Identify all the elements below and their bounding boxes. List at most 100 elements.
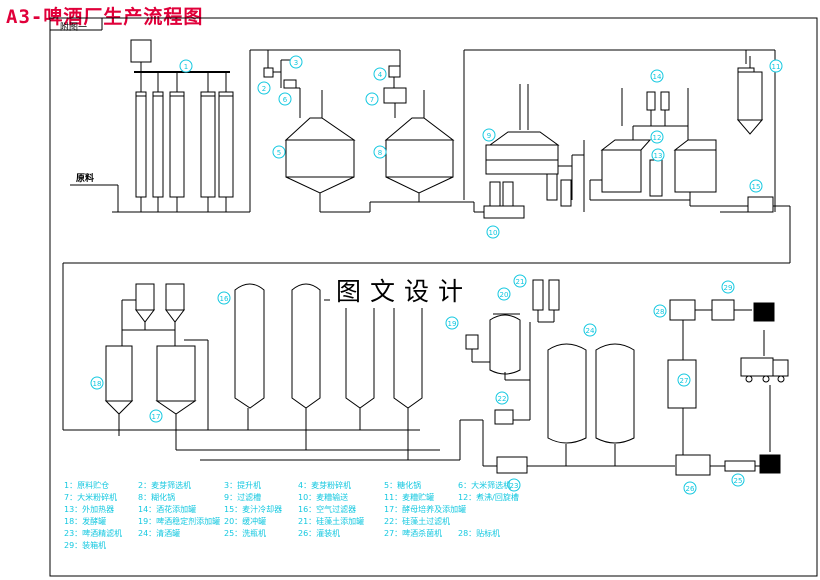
callout-number: 27 [680, 377, 689, 385]
legend-item: 22：硅藻土过滤机 [384, 517, 451, 526]
legend-item: 26：灌装机 [298, 529, 341, 538]
drawing-tag: 附图一 [60, 23, 88, 33]
hopper-box [130, 39, 152, 63]
legend-item: 6：大米筛选机 [458, 481, 512, 490]
callout-18: 18 [90, 376, 104, 390]
callout-24: 24 [583, 323, 597, 337]
legend-item: 18：发酵罐 [64, 517, 107, 526]
callout-number: 6 [283, 96, 288, 104]
silo [200, 91, 216, 198]
callout-3: 3 [289, 55, 303, 69]
callout-19: 19 [445, 316, 459, 330]
callout-26: 26 [683, 481, 697, 495]
bottle-crate-icon [759, 454, 781, 474]
legend-item: 17：酵母培养及添加罐 [384, 505, 467, 514]
legend-item: 11：麦糟贮罐 [384, 493, 435, 502]
callout-9: 9 [482, 128, 496, 142]
callout-2: 2 [257, 81, 271, 95]
legend-item: 20：缓冲罐 [224, 517, 267, 526]
callout-29: 29 [721, 280, 735, 294]
callout-number: 9 [487, 132, 491, 140]
callout-number: 4 [378, 71, 383, 79]
legend-item: 7：大米粉碎机 [64, 493, 118, 502]
legend-item: 21：硅藻土添加罐 [298, 517, 365, 526]
callout-number: 15 [752, 183, 761, 191]
callout-number: 13 [654, 152, 663, 160]
silo [135, 91, 147, 198]
legend-item: 12：煮沸/回旋槽 [458, 493, 519, 502]
legend-item: 29：装箱机 [64, 541, 107, 550]
legend-item: 23：啤酒精滤机 [64, 529, 123, 538]
diagram-title: A3-啤酒厂生产流程图 [6, 6, 204, 28]
silo [169, 91, 185, 198]
callout-number: 2 [262, 85, 266, 93]
callout-6: 6 [278, 92, 292, 106]
legend-item: 24：清酒罐 [138, 529, 181, 538]
callout-14: 14 [650, 69, 664, 83]
callout-number: 10 [489, 229, 498, 237]
legend-item: 1：原料贮仓 [64, 481, 110, 490]
callout-11: 11 [769, 59, 783, 73]
legend-item: 19：啤酒稳定剂添加罐 [138, 517, 221, 526]
callout-27: 27 [677, 373, 691, 387]
callout-number: 12 [653, 134, 662, 142]
callout-5: 5 [272, 145, 286, 159]
callout-number: 5 [277, 149, 281, 157]
silo [218, 91, 234, 198]
callout-number: 24 [586, 327, 595, 335]
callout-number: 19 [448, 320, 457, 328]
callout-16: 16 [217, 291, 231, 305]
truck-icon [740, 357, 789, 383]
callout-number: 28 [656, 308, 665, 316]
callout-21: 21 [513, 274, 527, 288]
bottle-crate-icon [753, 302, 775, 322]
callout-number: 23 [510, 482, 519, 490]
callout-number: 16 [220, 295, 229, 303]
callout-7: 7 [365, 92, 379, 106]
callout-number: 8 [378, 149, 382, 157]
silo [152, 91, 164, 198]
watermark-text: 图文设计 [336, 272, 473, 308]
callout-28: 28 [653, 304, 667, 318]
legend-item: 28：贴标机 [458, 529, 501, 538]
callout-12: 12 [650, 130, 664, 144]
callout-8: 8 [373, 145, 387, 159]
callout-number: 18 [93, 380, 102, 388]
legend-item: 10：麦糟输送 [298, 493, 349, 502]
legend-item: 5：糖化锅 [384, 481, 422, 490]
callout-number: 14 [653, 73, 662, 81]
callout-number: 3 [294, 59, 298, 67]
callout-number: 1 [184, 63, 188, 71]
callout-number: 11 [772, 63, 781, 71]
callout-22: 22 [495, 391, 509, 405]
callout-25: 25 [731, 473, 745, 487]
callout-number: 7 [370, 96, 374, 104]
raw-material-label: 原料 [76, 174, 95, 184]
callout-20: 20 [497, 287, 511, 301]
legend-row: 29：装箱机 [64, 540, 504, 552]
legend-item: 4：麦芽粉碎机 [298, 481, 352, 490]
callout-15: 15 [749, 179, 763, 193]
tank-top [284, 117, 356, 141]
legend-item: 15：麦汁冷却器 [224, 505, 283, 514]
legend-item: 8：糊化锅 [138, 493, 176, 502]
legend-item: 27：啤酒杀菌机 [384, 529, 443, 538]
legend-item: 2：麦芽筛选机 [138, 481, 192, 490]
callout-number: 17 [152, 413, 161, 421]
callout-number: 21 [516, 278, 525, 286]
legend-item: 14：酒花添加罐 [138, 505, 197, 514]
legend-item: 13：外加热器 [64, 505, 115, 514]
callout-4: 4 [373, 67, 387, 81]
callout-13: 13 [651, 148, 665, 162]
callout-10: 10 [486, 225, 500, 239]
callout-23: 23 [507, 478, 521, 492]
callout-number: 29 [724, 284, 733, 292]
